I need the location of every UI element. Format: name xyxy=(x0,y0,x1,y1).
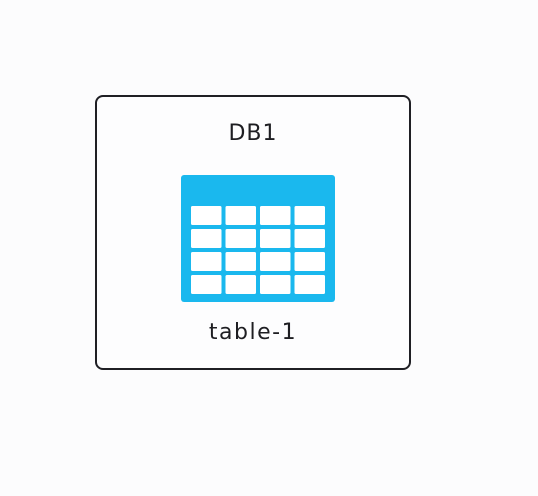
table-icon-cell xyxy=(294,229,325,248)
table-icon-cell xyxy=(260,252,291,271)
table-icon-cell xyxy=(191,275,222,294)
database-container: DB1 table-1 xyxy=(95,95,411,370)
table-icon-cell xyxy=(191,229,222,248)
table-icon-cell xyxy=(225,275,256,294)
table-icon-cell xyxy=(260,275,291,294)
table-icon-cell xyxy=(260,206,291,225)
table-icon-cell xyxy=(191,252,222,271)
table-icon-cell xyxy=(225,229,256,248)
table-grid-icon xyxy=(181,175,335,302)
table-icon-cell xyxy=(225,252,256,271)
table-icon-cell xyxy=(225,206,256,225)
table-label: table-1 xyxy=(208,320,298,345)
database-title: DB1 xyxy=(228,121,278,146)
table-icon-cell xyxy=(260,229,291,248)
table-icon-cell xyxy=(294,275,325,294)
table-icon-cells xyxy=(191,206,325,294)
table-icon-cell xyxy=(191,206,222,225)
table-icon-cell xyxy=(294,252,325,271)
table-icon-cell xyxy=(294,206,325,225)
